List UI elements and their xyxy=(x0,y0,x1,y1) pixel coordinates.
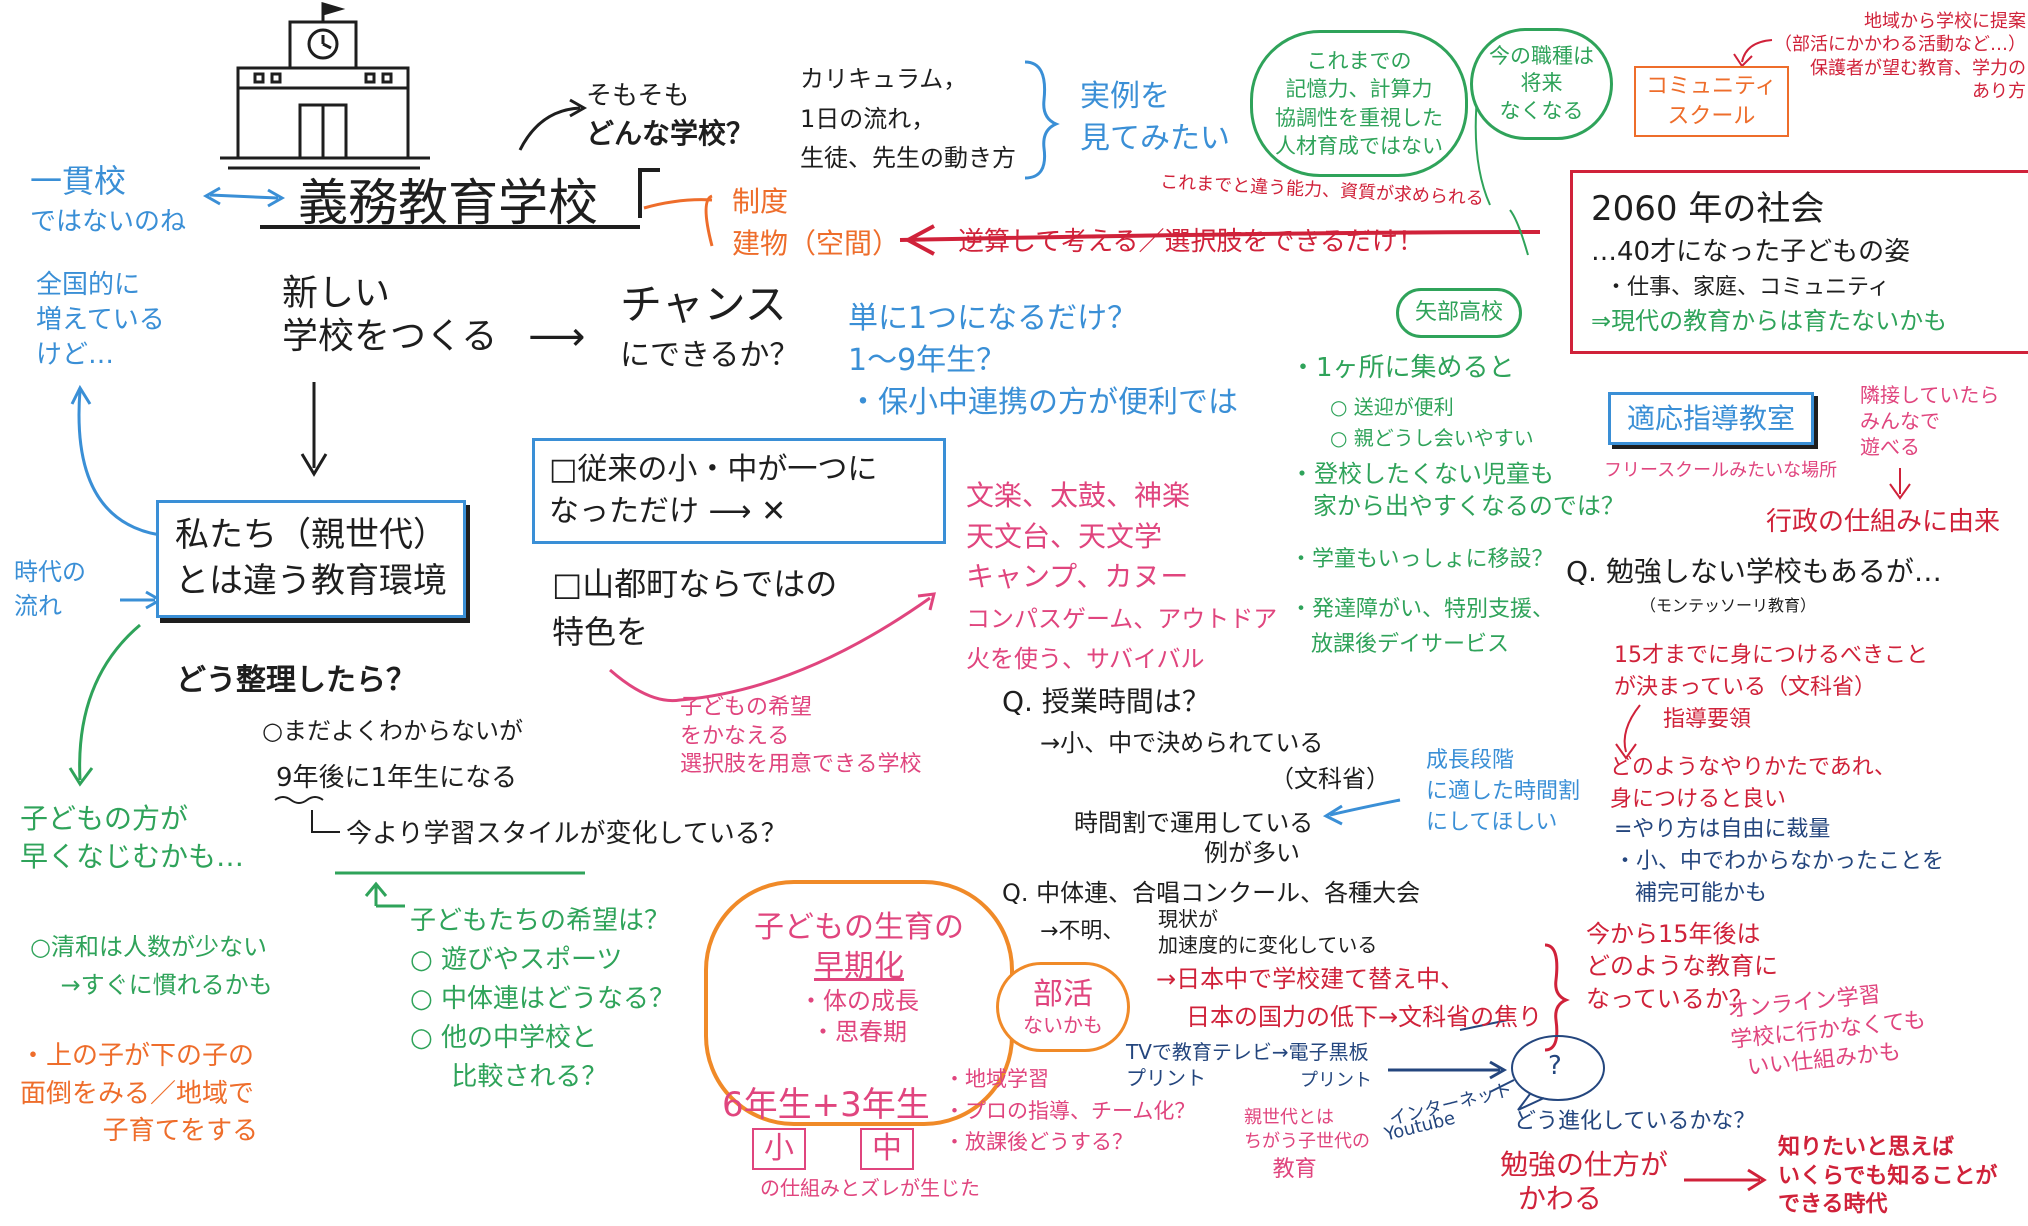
chutairen-a3: →日本中で学校建て替え中、 xyxy=(1156,965,1465,993)
chutairen-q: Q. 中体連、合唱コンクール、各種大会 xyxy=(1002,879,1421,907)
jugyou-a4: 例が多い xyxy=(1204,839,1300,867)
jugyou-q: Q. 授業時間は？ xyxy=(1002,685,1210,718)
culture-list: 文楽、太鼓、神楽 天文台、天文学 キャンプ、カヌー コンパスゲーム、アウトドア … xyxy=(966,479,1278,674)
tekiou-box: 適応指導教室 xyxy=(1608,392,1815,445)
dou-seiri: どう整理したら？ xyxy=(176,663,416,698)
seido-label: 制度 xyxy=(732,185,789,218)
main-title: 義務教育学校 xyxy=(298,174,598,232)
montessori-l1: 15才までに身につけるべきこと が決まっている（文科省） 指導要領 xyxy=(1614,643,1928,732)
shokushu-cloud: 今の職種は 将来 なくなる xyxy=(1470,28,1613,140)
montessori-sub: （モンテッソーリ教育） xyxy=(1640,596,1817,615)
left-orange-note: ・上の子が下の子の 面倒をみる／地域で 子育てをする xyxy=(20,1041,259,1147)
montessori-l3: =やり方は自由に裁量 ・小、中でわからなかったことを 補完可能かも xyxy=(1614,817,1945,906)
benkyou-text: 勉強の仕方が かわる xyxy=(1500,1148,1669,1215)
tv-l3: プリント xyxy=(1300,1070,1372,1091)
oya-note: 親世代とは ちがう子世代の 教育 xyxy=(1244,1107,1370,1182)
school-building-icon xyxy=(220,1,430,170)
chutairen-a1: →不明、 xyxy=(1040,919,1125,944)
montessori-l2: どのようなやりかたであれ、 身につけると良い xyxy=(1610,755,1897,812)
example-note: 実例を 見てみたい xyxy=(1080,79,1230,156)
sosomo-line1: そもそも xyxy=(586,81,690,111)
ima15-note: 今から15年後は どのような教育に なっているか？ xyxy=(1586,920,1778,1013)
tv-l1: TVで教育テレビ→電子黒板 xyxy=(1126,1040,1369,1064)
chiiki-note: 地域から学校に提案 （部活にかかわる活動など…） 保護者が望む教育、学力の あり… xyxy=(1774,11,2026,103)
mada-line1: ○まだよくわからないが xyxy=(262,717,523,745)
seichou-note: 成長段階 に適した時間割 にしてほしい xyxy=(1426,748,1581,835)
montessori-q: Q. 勉強しない学校もあるが… xyxy=(1566,555,1942,588)
toukou-note: ・登校したくない児童も 家から出やすくなるのでは？ xyxy=(1290,460,1625,521)
yamato-note: □山都町ならではの 特色を xyxy=(552,565,838,651)
chutairen-a4: 日本の国力の低下→文科省の焦り xyxy=(1186,1003,1543,1031)
gyousei-text: 行政の仕組みに由来 xyxy=(1766,507,2001,537)
question-bubble-icon xyxy=(1511,1035,1605,1111)
tv-l2: プリント xyxy=(1126,1066,1206,1090)
sho-box: 小 xyxy=(752,1128,806,1170)
mada-line2: 9年後に1年生になる xyxy=(276,763,518,793)
chance-text: チャンス にできるか？ xyxy=(620,280,800,374)
jugyou-a3: 時間割で運用している xyxy=(1074,809,1314,837)
new-school-arrow: ⟶ xyxy=(528,314,586,360)
seiwa-note: ○清和は人数が少ない →すぐに慣れるかも xyxy=(30,933,273,1000)
chu-box: 中 xyxy=(860,1128,914,1170)
gakudo-note: ・学童もいっしょに移設？ xyxy=(1290,547,1554,572)
new-school-text: 新しい 学校をつくる xyxy=(282,273,498,358)
kibou-list: 子どもたちの希望は？ ○ 遊びやスポーツ ○ 中体連はどうなる？ ○ 他の中学校… xyxy=(410,906,675,1092)
tatemono-label: 建物（空間） xyxy=(732,227,901,260)
tekiou-sub: フリースクールみたいな場所 xyxy=(1604,460,1838,481)
jugyou-a2: （文科省） xyxy=(1270,765,1390,793)
tanni-note: 単に1つになるだけ？ 1〜9年生？ ・保小中連携の方が便利では xyxy=(848,301,1238,420)
bukatsu-cloud: 部活 ないかも xyxy=(996,962,1130,1052)
curriculum-list: カリキュラム， 1日の流れ， 生徒、先生の動き方 xyxy=(800,65,1016,173)
shiritai-text: 知りたいと思えば いくらでも知ることが できる時代 xyxy=(1778,1135,1998,1218)
kodomo-green-note: 子どもの方が 早くなじむかも… xyxy=(20,802,245,873)
soukika-cloud: 子どもの生育の 早期化 ・体の成長 ・思春期 xyxy=(704,880,1014,1126)
grades-text: 6年生+3年生 xyxy=(722,1085,930,1125)
ikkan-note: 一貫校 ではないのね xyxy=(30,162,187,238)
ikasho-items: ○ 送迎が便利 ○ 親どうし会いやすい xyxy=(1330,395,1534,450)
chutairen-a2: 現状が 加速度的に変化している xyxy=(1158,907,1378,957)
jidai-note: 時代の 流れ xyxy=(14,558,86,620)
future-box: 2060 年の社会 …40才になった子どもの姿 ・仕事、家庭、コミュニティ ⇒現… xyxy=(1570,170,2028,354)
bukatsu-list: ・地域学習 ・プロの指導、チーム化？ ・放課後どうする？ xyxy=(944,1067,1196,1154)
ikasho-title: ・1ヶ所に集めると xyxy=(1290,353,1515,383)
hattatsu-note: ・発達障がい、特別支援、 放課後デイサービス xyxy=(1290,597,1555,658)
shinka-text: どう進化しているかな？ xyxy=(1514,1109,1756,1134)
question-mark: ? xyxy=(1548,1051,1562,1081)
rinsetsu-note: 隣接していたら みんなで 遊べる xyxy=(1860,383,2000,459)
sosomo-line2: どんな学校？ xyxy=(586,117,755,150)
yabe-cloud: 矢部高校 xyxy=(1396,288,1523,338)
zenkoku-note: 全国的に 増えている けど… xyxy=(36,270,165,371)
env-box: 私たち（親世代） とは違う教育環境 xyxy=(156,500,466,618)
zure-text: の仕組みとズレが生じた xyxy=(760,1176,980,1200)
jurai-box: □従来の小・中が一つに なっただけ ⟶ ✕ xyxy=(532,438,946,544)
mada-line3: 今より学習スタイルが変化している？ xyxy=(346,819,787,849)
gyakusan-text: 逆算して考える／選択肢をできるだけ！ xyxy=(958,227,1424,257)
kodomo-kibou-note: 子どもの希望 をかなえる 選択肢を用意できる学校 xyxy=(680,695,922,778)
community-school-box: コミュニティ スクール xyxy=(1634,66,1789,138)
jugyou-a1: →小、中で決められている xyxy=(1040,729,1324,757)
kioku-cloud: これまでの 記憶力、計算力 協調性を重視した 人材育成ではない xyxy=(1250,30,1468,178)
